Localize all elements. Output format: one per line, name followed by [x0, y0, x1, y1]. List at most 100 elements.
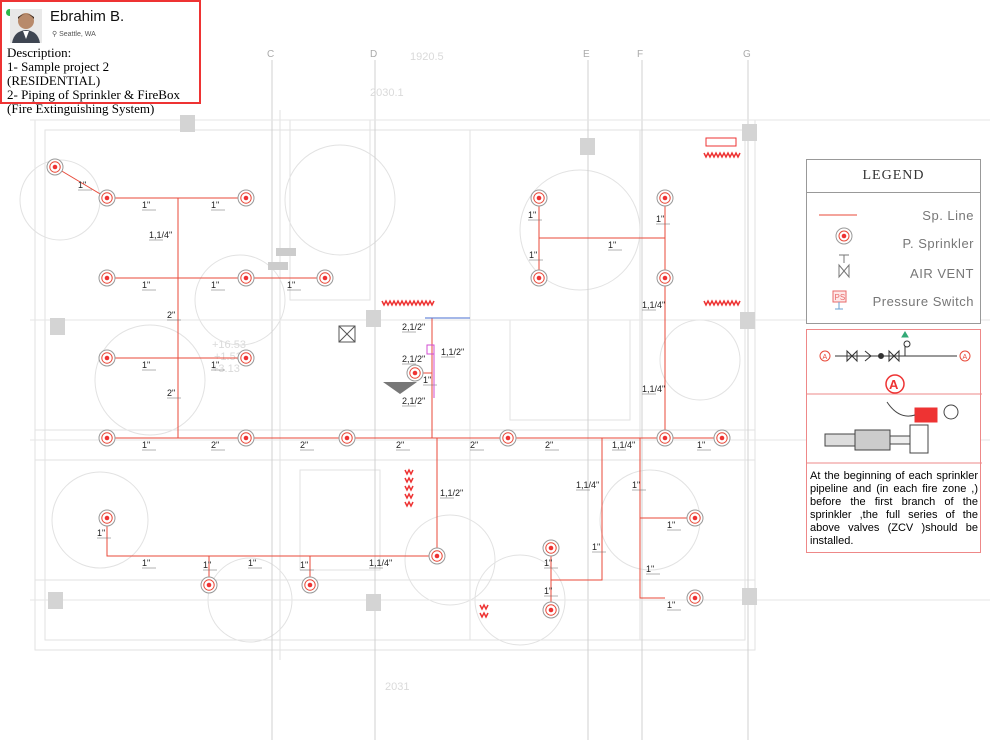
pressure-switch-icon	[426, 344, 435, 355]
pipe-size-label: 1"	[142, 440, 150, 450]
legend-item-sprinkler: P. Sprinkler	[902, 236, 974, 251]
pipe-size-label: 1"	[142, 200, 150, 210]
pipe-size-label: 1"	[142, 360, 150, 370]
sprinkler-head-icon	[428, 547, 446, 565]
profile-location-text: Seattle, WA	[59, 31, 96, 38]
sprinkler-head-icon	[200, 576, 218, 594]
pipe-size-label: 1"	[142, 558, 150, 568]
pipe-size-label: 1"	[423, 375, 431, 385]
sprinkler-head-icon	[686, 589, 704, 607]
pipe-segment	[551, 438, 603, 581]
pipe-size-label: 1,1/4"	[369, 558, 392, 568]
sprinkler-head-icon	[46, 158, 64, 176]
valve-marker: A	[889, 377, 899, 392]
pipe-size-label: 1"	[667, 520, 675, 530]
sprinkler-head-icon	[542, 539, 560, 557]
air-vent-icon	[838, 254, 850, 279]
pipe-size-label: 1"	[528, 210, 536, 220]
profile-name: Ebrahim B.	[50, 8, 125, 25]
pressure-switch-badge: PS	[835, 293, 846, 302]
sprinkler-head-icon	[98, 349, 116, 367]
drain-zigzag-icon	[479, 603, 489, 611]
online-status-dot	[6, 9, 13, 16]
pipe-size-label: 1"	[667, 600, 675, 610]
drain-zigzag-icon	[381, 299, 435, 307]
pipe-size-label: 1,1/2"	[441, 347, 464, 357]
pipe-size-label: 1"	[646, 564, 654, 574]
pipe-size-label: 1"	[544, 586, 552, 596]
pipe-size-label: 1"	[592, 542, 600, 552]
faint-elevation-3: +3.13	[212, 363, 240, 375]
faint-dim-2: 2030.1	[370, 87, 404, 99]
sprinkler-head-icon	[237, 429, 255, 447]
sprinkler-head-icon	[713, 429, 731, 447]
pipe-size-label: 1"	[203, 560, 211, 570]
faint-dimension-labels: 1920.5 2030.1 +16.53 +1.53 +3.13 2031	[212, 51, 444, 693]
pipe-size-label: 1"	[608, 240, 616, 250]
pipe-size-label: 2,1/2"	[402, 322, 425, 332]
grid-label: D	[370, 49, 377, 60]
column	[48, 592, 63, 609]
sprinkler-head-icon	[686, 509, 704, 527]
sprinkler-head-icon	[237, 269, 255, 287]
column	[366, 310, 381, 327]
pipe-size-label: 1,1/4"	[576, 480, 599, 490]
faint-elevation-2: +1.53	[214, 351, 242, 363]
pipe-size-label: 1"	[211, 360, 219, 370]
column	[742, 124, 757, 141]
sprinkler-head-icon	[98, 429, 116, 447]
legend-panel: LEGEND PS Sp. Line P. Sprinkler AIR VENT…	[806, 159, 981, 324]
grid-label: E	[583, 49, 590, 60]
pipe-size-label: 2"	[211, 440, 219, 450]
sprinkler-head-icon	[98, 189, 116, 207]
legend-item-sp-line: Sp. Line	[922, 208, 974, 223]
drain-zigzag-icon	[404, 500, 414, 508]
sprinkler-head-icon	[316, 269, 334, 287]
sprinkler-head-icon	[98, 269, 116, 287]
location-pin-icon: ⚲	[52, 31, 60, 38]
firebox-icon	[338, 325, 356, 343]
pipe-size-label: 2"	[396, 440, 404, 450]
faint-dim-1: 1920.5	[410, 51, 444, 63]
pipe-size-label: 2,1/2"	[402, 396, 425, 406]
faint-dim-3: 2031	[385, 681, 409, 693]
drain-zigzag-icon	[479, 611, 489, 619]
pipe-size-label: 1"	[632, 480, 640, 490]
pipe-size-label: 1"	[287, 280, 295, 290]
pipe-size-label: 1"	[656, 214, 664, 224]
pipe-size-label: 2"	[167, 388, 175, 398]
column	[742, 588, 757, 605]
sprinkler-head-icon	[542, 601, 560, 619]
pipe-size-label: 2"	[470, 440, 478, 450]
pipe-size-labels: 1"1"1"1,1/4"1"1"1"2"1"1"2"1"2"2"2"2"2"1,…	[78, 180, 711, 611]
pipe-size-label: 1,1/4"	[612, 440, 635, 450]
sprinkler-head-icon	[301, 576, 319, 594]
drain-zigzag-icon	[404, 492, 414, 500]
pipe-size-label: 1"	[529, 250, 537, 260]
avatar	[10, 9, 42, 43]
column	[180, 115, 195, 132]
pipe-size-label: 1"	[211, 200, 219, 210]
sprinkler-head-icon	[530, 269, 548, 287]
column	[740, 312, 755, 329]
column	[366, 594, 381, 611]
sprinkler-head-icon	[98, 509, 116, 527]
pipe-size-label: 1,1/2"	[440, 488, 463, 498]
sprinkler-head-icon	[656, 269, 674, 287]
legend-item-air-vent: AIR VENT	[910, 266, 974, 281]
pipe-size-label: 1,1/4"	[642, 384, 665, 394]
pipe-size-label: 1,1/4"	[642, 300, 665, 310]
legend-title: LEGEND	[807, 160, 980, 193]
grid-label: G	[743, 49, 751, 60]
sprinkler-heads	[46, 158, 731, 619]
profile-description: Description: 1- Sample project 2 (RESIDE…	[7, 45, 180, 116]
sprinkler-head-icon	[406, 364, 424, 382]
pipe-size-label: 1"	[97, 528, 105, 538]
equipment-symbols	[338, 137, 741, 619]
sprinkler-head-icon	[835, 227, 853, 245]
legend-icons: PS	[819, 214, 857, 310]
pipe-segment	[106, 518, 437, 557]
pipe-size-label: 2"	[545, 440, 553, 450]
drain-zigzag-icon	[404, 468, 414, 476]
